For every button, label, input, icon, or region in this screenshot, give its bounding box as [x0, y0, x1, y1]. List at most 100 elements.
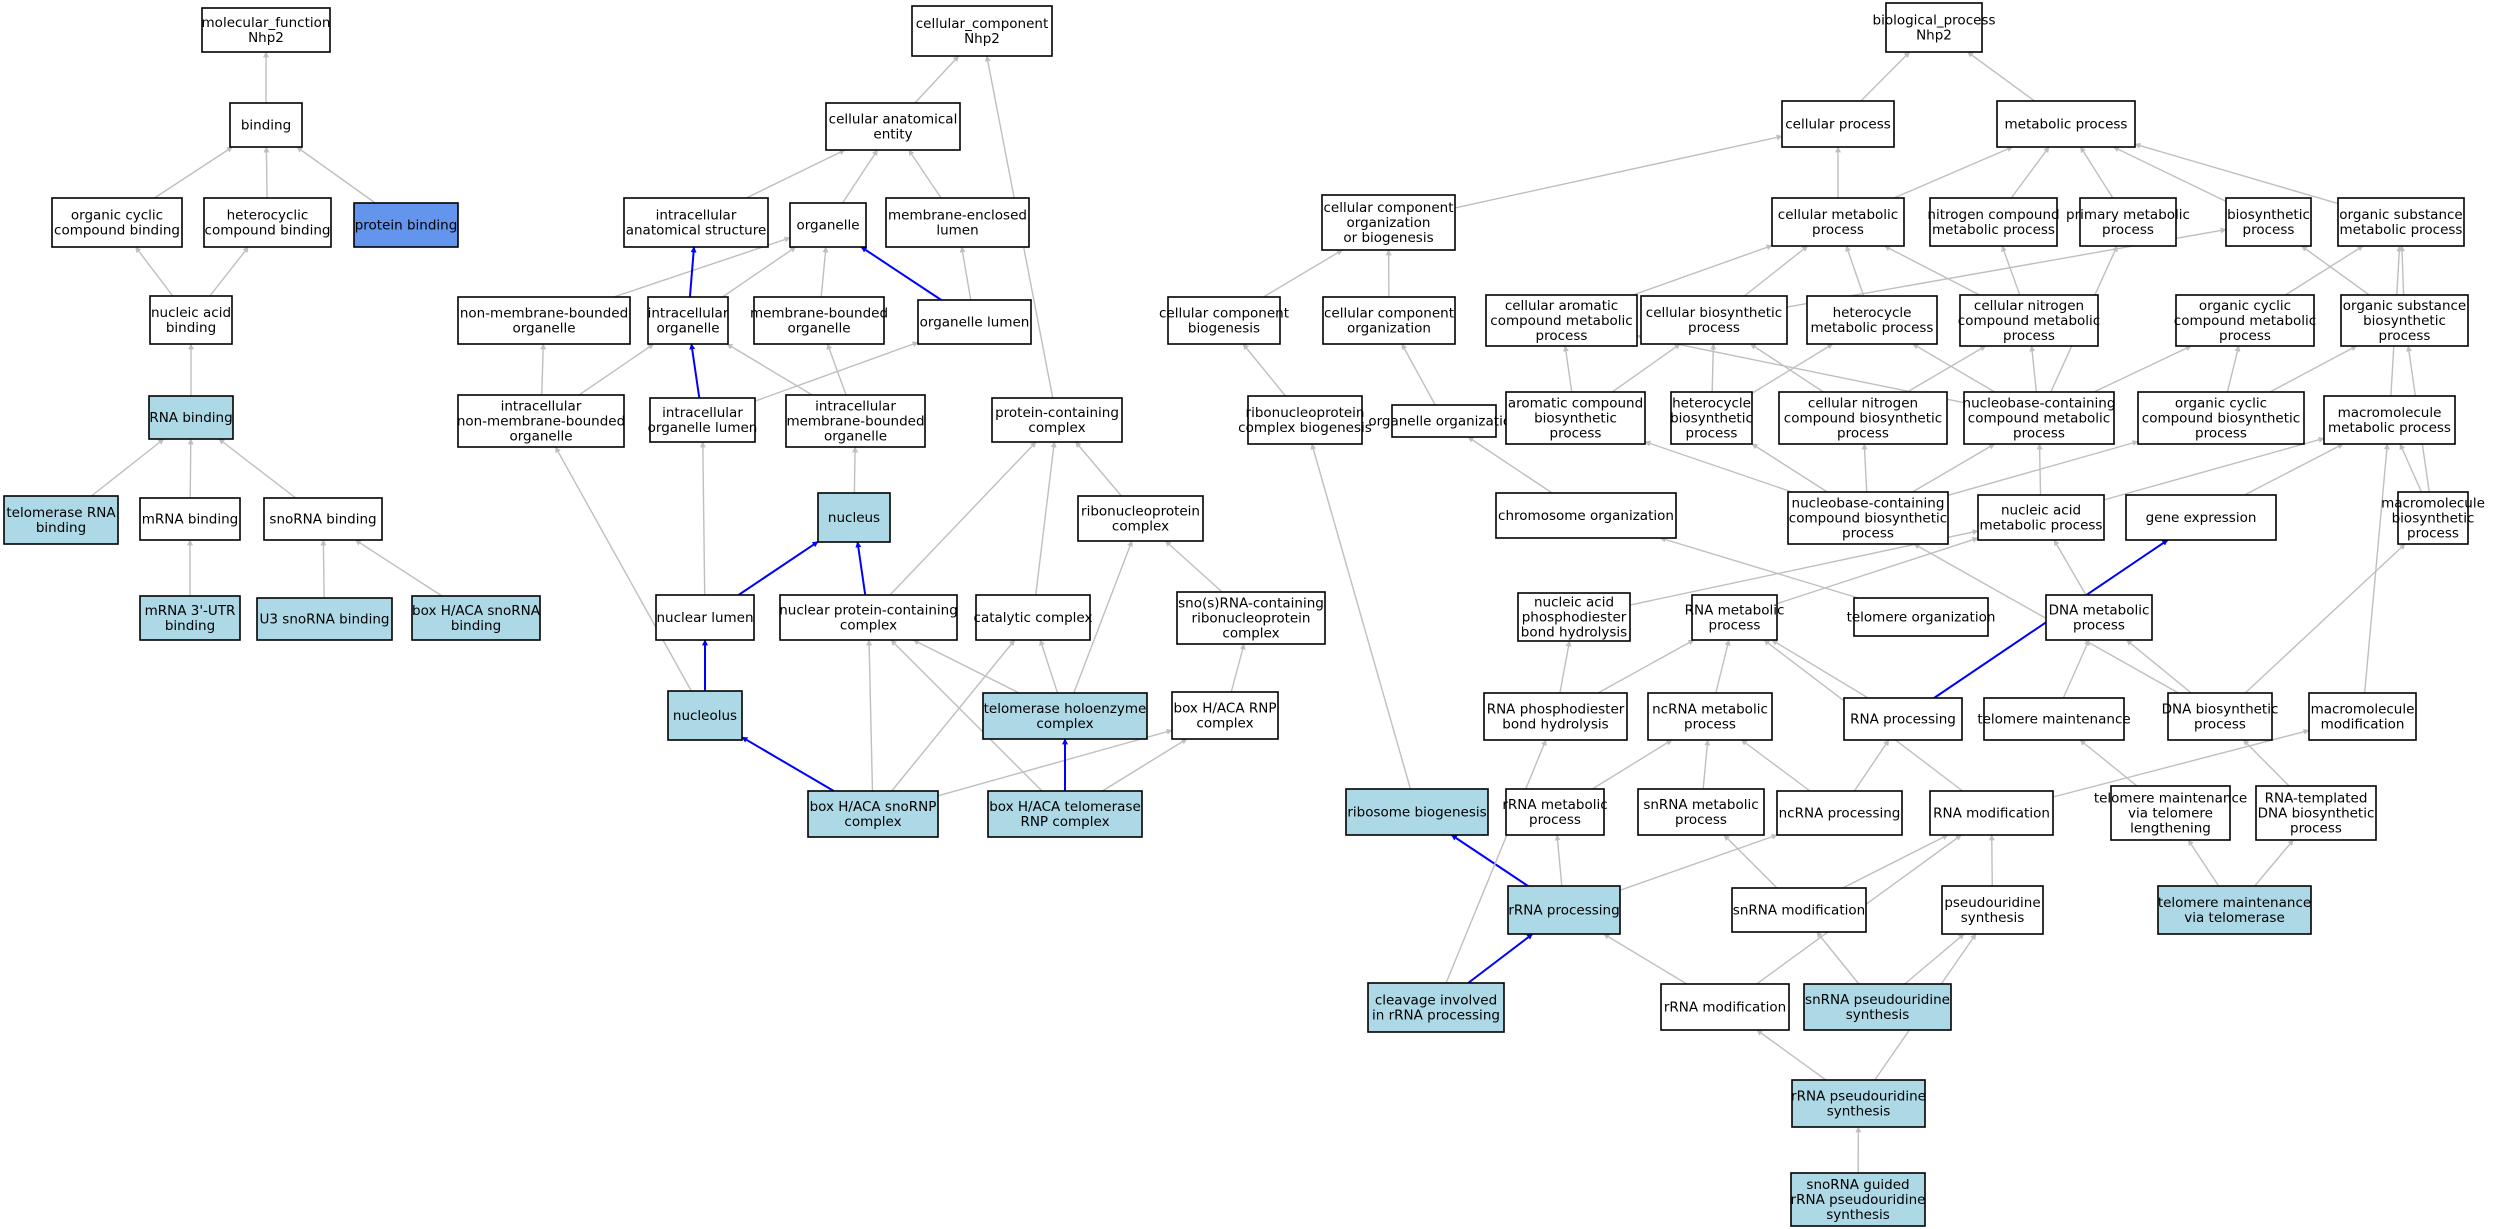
go-term-node-snob[interactable]: snoRNA binding: [263, 497, 383, 541]
go-term-node-binding[interactable]: binding: [229, 102, 303, 148]
edge-rnamod-to-mmod: [2052, 728, 2310, 798]
go-term-node-snrnamod[interactable]: snRNA modification: [1731, 887, 1867, 933]
go-term-node-rnamod[interactable]: RNA modification: [1929, 790, 2054, 836]
go-term-node-ribobio[interactable]: ribosome biogenesis: [1345, 788, 1489, 836]
go-term-node-rnab[interactable]: RNA binding: [148, 395, 234, 440]
go-term-node-ol[interactable]: organelle lumen: [917, 299, 1032, 345]
go-term-node-nucleolus[interactable]: nucleolus: [667, 690, 743, 741]
go-term-node-mp[interactable]: metabolic process: [1996, 100, 2136, 148]
go-term-node-nl[interactable]: nuclear lumen: [655, 594, 755, 641]
node-box: [1176, 591, 1326, 645]
go-term-node-u3b[interactable]: U3 snoRNA binding: [256, 597, 393, 641]
node-label-line: compound metabolic: [2174, 313, 2316, 329]
go-term-node-mrnab[interactable]: mRNA binding: [139, 497, 241, 541]
go-term-node-telorg[interactable]: telomere organization: [1847, 597, 1996, 637]
node-box: [2337, 197, 2465, 247]
go-term-node-cp[interactable]: cellular process: [1781, 100, 1895, 148]
go-term-node-rrnaproc[interactable]: rRNA processing: [1507, 885, 1621, 935]
go-term-node-inmbo[interactable]: intracellularnon-membrane-boundedorganel…: [457, 394, 625, 448]
go-term-node-orgorg[interactable]: organelle organization: [1368, 404, 1520, 438]
node-box: [1771, 197, 1905, 247]
go-term-node-rrnamod[interactable]: rRNA modification: [1660, 983, 1790, 1031]
go-term-node-nucleus[interactable]: nucleus: [817, 492, 891, 543]
go-term-node-rnaproc[interactable]: RNA processing: [1843, 697, 1963, 741]
go-term-node-ncrnaproc[interactable]: ncRNA processing: [1776, 790, 1903, 836]
go-term-node-catc[interactable]: catalytic complex: [974, 594, 1093, 641]
node-label-line: rRNA pseudouridine: [1791, 1192, 1926, 1208]
go-term-node-org[interactable]: organelle: [789, 202, 867, 248]
go-term-node-snornp[interactable]: sno(s)RNA-containingribonucleoproteincom…: [1176, 591, 1326, 645]
go-term-node-ge[interactable]: gene expression: [2125, 494, 2277, 541]
go-term-node-telmaint[interactable]: telomere maintenance: [1977, 697, 2131, 741]
edge-rnpcb-to-ccb: [1242, 343, 1287, 397]
go-term-node-pb[interactable]: protein binding: [353, 202, 459, 248]
go-term-node-chromo[interactable]: chromosome organization: [1495, 492, 1677, 539]
